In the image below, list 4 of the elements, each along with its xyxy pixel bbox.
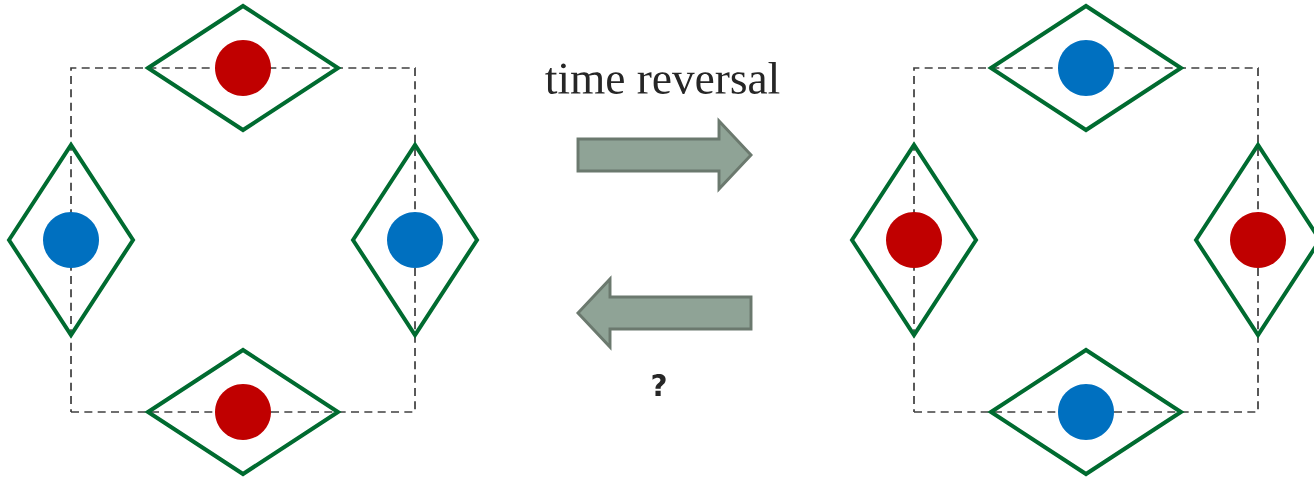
block-arrow	[576, 275, 753, 351]
edge-label: time reversal	[545, 62, 780, 94]
block-arrow	[576, 117, 754, 193]
edge-label: ?	[652, 374, 666, 396]
